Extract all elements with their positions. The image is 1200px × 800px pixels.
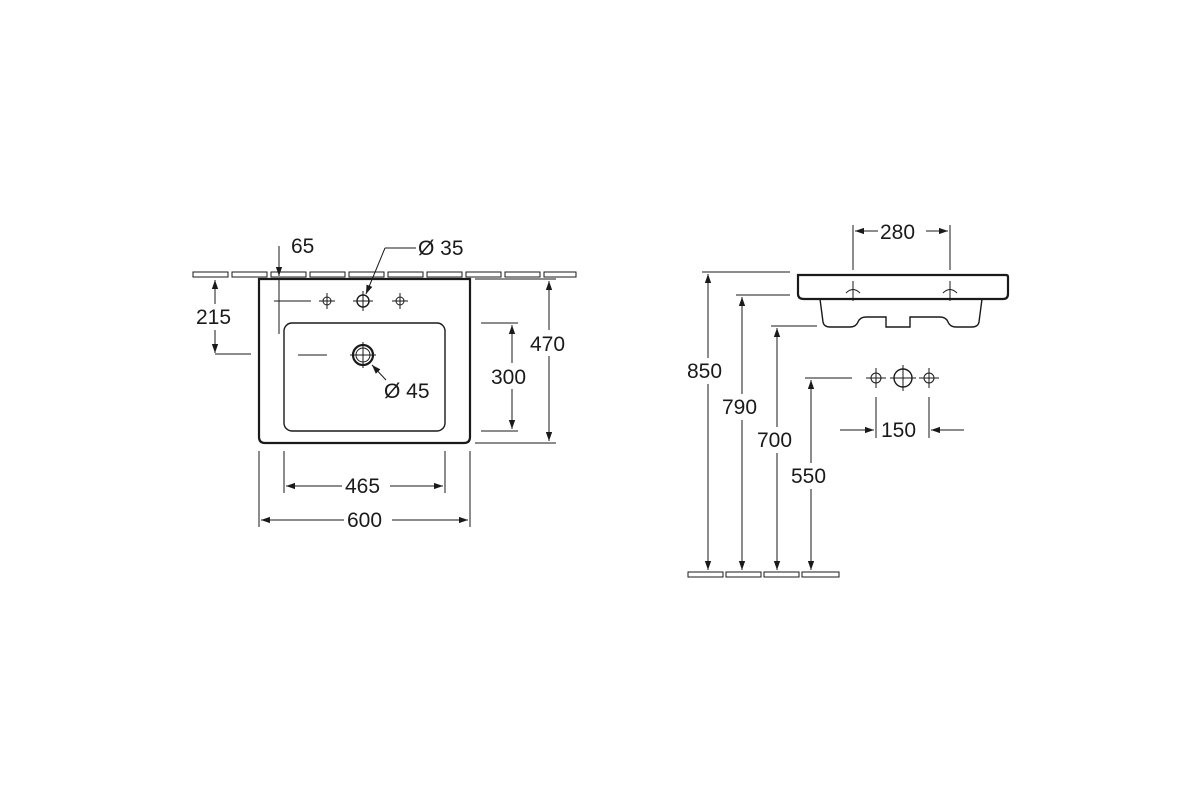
dim-label-470: 470 xyxy=(530,333,565,356)
tap-hole-left xyxy=(319,293,335,309)
dim-label-850: 850 xyxy=(687,360,722,383)
dim-label-790: 790 xyxy=(722,396,757,419)
drain-icon xyxy=(350,342,376,368)
top-view: 65 Ø 35 215 470 300 Ø 45 465 xyxy=(192,235,577,533)
dim-label-dia35: Ø 35 xyxy=(418,237,464,260)
wall-hole-right-icon xyxy=(919,368,939,388)
basin-underside xyxy=(819,298,983,328)
basin-profile xyxy=(796,273,1010,301)
tap-hole-profile-right xyxy=(942,281,958,301)
basin-bowl xyxy=(283,322,446,432)
wall-strip-top xyxy=(192,271,577,278)
wall-hole-left-icon xyxy=(866,368,886,388)
dim-label-600: 600 xyxy=(347,509,382,532)
dim-label-300: 300 xyxy=(491,366,526,389)
wall-hole-center-icon xyxy=(890,365,916,391)
floor-strip xyxy=(687,571,840,578)
side-view: 280 850 790 700 550 xyxy=(686,218,1010,578)
tap-hole-profile-left xyxy=(845,281,861,301)
tap-hole-right xyxy=(392,293,408,309)
dim-label-215: 215 xyxy=(196,306,231,329)
dim-label-150: 150 xyxy=(881,419,916,442)
dim-label-465: 465 xyxy=(345,475,380,498)
dim-label-dia45: Ø 45 xyxy=(384,380,430,403)
basin-outline xyxy=(257,277,472,445)
dim-label-700: 700 xyxy=(757,429,792,452)
tap-hole-center xyxy=(353,291,373,311)
dim-label-550: 550 xyxy=(791,465,826,488)
dim-label-65: 65 xyxy=(291,235,314,258)
dim-label-280: 280 xyxy=(880,221,915,244)
